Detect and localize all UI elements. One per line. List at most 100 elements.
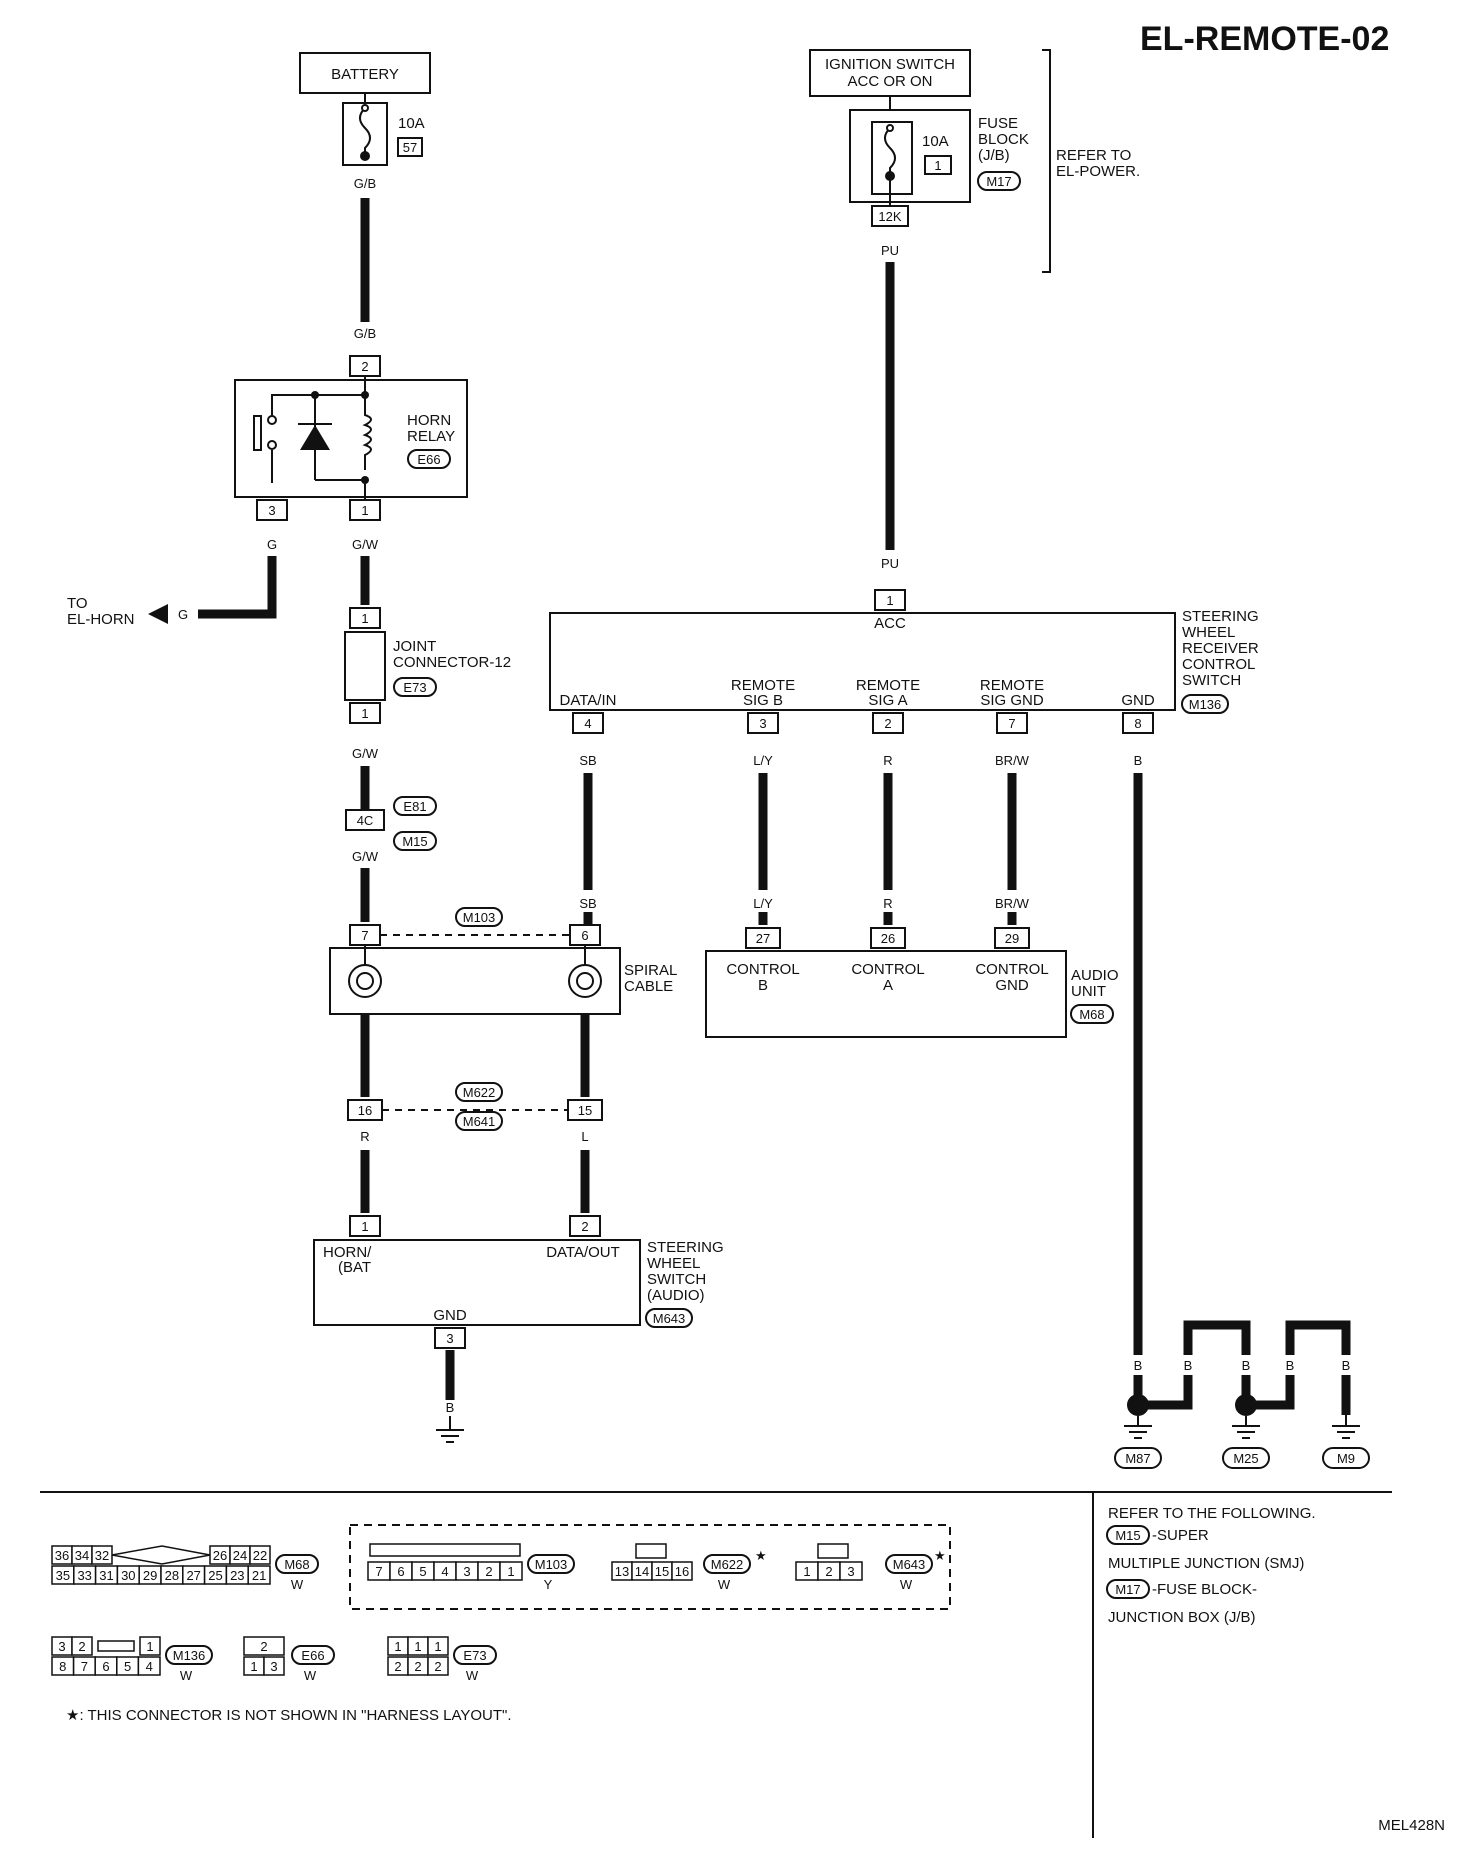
face-m103-label: M103 bbox=[535, 1557, 568, 1572]
joint-connector-12: 1 1 JOINT CONNECTOR-12 E73 bbox=[344, 607, 511, 724]
svg-text:27: 27 bbox=[756, 931, 770, 946]
figure-code: MEL428N bbox=[1378, 1817, 1445, 1834]
reference-notes: REFER TO THE FOLLOWING. M15 -SUPER MULTI… bbox=[1106, 1505, 1316, 1626]
svg-text:B: B bbox=[1342, 1358, 1351, 1373]
m643-latch bbox=[817, 1543, 849, 1559]
svg-text:6: 6 bbox=[581, 928, 588, 943]
ignition-switch: IGNITION SWITCH ACC OR ON bbox=[809, 49, 971, 97]
svg-text:W: W bbox=[291, 1577, 304, 1592]
m136-bot-pin: 7 bbox=[81, 1659, 88, 1674]
svg-text:(AUDIO): (AUDIO) bbox=[647, 1287, 705, 1304]
svg-text:3: 3 bbox=[268, 503, 275, 518]
svg-text:ACC OR ON: ACC OR ON bbox=[847, 73, 932, 90]
svg-text:W: W bbox=[304, 1668, 317, 1683]
wire-color-gw-2: G/W bbox=[352, 746, 379, 761]
wire-color-b-sws: B bbox=[446, 1400, 455, 1415]
svg-text:W: W bbox=[466, 1668, 479, 1683]
wire-color-gw-3: G/W bbox=[352, 849, 379, 864]
svg-text:SWITCH: SWITCH bbox=[1182, 672, 1241, 689]
fuse-left-num: 57 bbox=[403, 140, 417, 155]
svg-text:GND: GND bbox=[433, 1307, 467, 1324]
e73-top-cell bbox=[427, 1636, 449, 1656]
svg-text:M15: M15 bbox=[402, 834, 427, 849]
joint-label-2: CONNECTOR-12 bbox=[393, 654, 511, 671]
m68-bot-cell bbox=[247, 1565, 271, 1585]
wire-color-brw-bot: BR/W bbox=[995, 896, 1030, 911]
svg-text:16: 16 bbox=[358, 1103, 372, 1118]
spiral-label-1: SPIRAL bbox=[624, 962, 677, 979]
fuse-left: 10A 57 bbox=[342, 102, 425, 166]
svg-text:2: 2 bbox=[884, 716, 891, 731]
m136-bot-pin: 6 bbox=[102, 1659, 109, 1674]
diagram-title: EL-REMOTE-02 bbox=[1140, 20, 1389, 58]
m136-top-pin: 3 bbox=[58, 1639, 65, 1654]
wire-color-gb-top: G/B bbox=[354, 176, 376, 191]
svg-text:★: ★ bbox=[755, 1548, 767, 1563]
wire-color-ly-top: L/Y bbox=[753, 753, 773, 768]
svg-text:2: 2 bbox=[581, 1219, 588, 1234]
svg-text:W: W bbox=[900, 1577, 913, 1592]
wire-color-pu-bot: PU bbox=[881, 556, 899, 571]
svg-text:W: W bbox=[180, 1668, 193, 1683]
m103-pin: 2 bbox=[485, 1564, 492, 1579]
svg-text:B: B bbox=[1184, 1358, 1193, 1373]
m103-pin: 7 bbox=[375, 1564, 382, 1579]
svg-text:RECEIVER: RECEIVER bbox=[1182, 640, 1259, 657]
face-m136-label: M136 bbox=[173, 1648, 206, 1663]
wire-color-r-bot: R bbox=[883, 896, 892, 911]
m68-top-pin: 32 bbox=[95, 1548, 109, 1563]
svg-text:(BAT: (BAT bbox=[338, 1259, 371, 1276]
svg-text:DATA/IN: DATA/IN bbox=[560, 692, 617, 709]
m68-key bbox=[111, 1545, 211, 1565]
wire-color-r-sw: R bbox=[360, 1129, 369, 1144]
svg-text:W: W bbox=[718, 1577, 731, 1592]
m68-bot-pin: 27 bbox=[186, 1568, 200, 1583]
svg-text:CONTROL: CONTROL bbox=[851, 961, 924, 978]
wire-color-r-top: R bbox=[883, 753, 892, 768]
m136-latch bbox=[97, 1640, 135, 1652]
svg-text:1: 1 bbox=[361, 1219, 368, 1234]
fuse-left-amp: 10A bbox=[398, 115, 425, 132]
steering-wheel-receiver-control-switch: 1 ACC DATA/IN REMOTE SIG B REMOTE SIG A … bbox=[549, 589, 1259, 734]
svg-text:Y: Y bbox=[544, 1577, 553, 1592]
svg-text:29: 29 bbox=[1005, 931, 1019, 946]
m68-bot-pin: 25 bbox=[208, 1568, 222, 1583]
m136-top-pin: 2 bbox=[78, 1639, 85, 1654]
svg-text:REFER TO THE FOLLOWING.: REFER TO THE FOLLOWING. bbox=[1108, 1505, 1316, 1522]
svg-text:STEERING: STEERING bbox=[1182, 608, 1259, 625]
svg-text:UNIT: UNIT bbox=[1071, 983, 1106, 1000]
wire-color-g-relay: G bbox=[267, 537, 277, 552]
svg-text:WHEEL: WHEEL bbox=[647, 1255, 700, 1272]
svg-text:-FUSE BLOCK-: -FUSE BLOCK- bbox=[1152, 1581, 1257, 1598]
refer-2: EL-POWER. bbox=[1056, 163, 1140, 180]
svg-text:CONTROL: CONTROL bbox=[1182, 656, 1255, 673]
svg-text:M641: M641 bbox=[463, 1114, 496, 1129]
m136-bot-pin: 4 bbox=[146, 1659, 153, 1674]
m103-pin: 5 bbox=[419, 1564, 426, 1579]
svg-text:REMOTE: REMOTE bbox=[731, 677, 795, 694]
m643-cell bbox=[839, 1561, 863, 1581]
steering-wheel-switch-audio: 1 2 HORN/ (BAT DATA/OUT GND 3 STEERING W… bbox=[313, 1215, 724, 1349]
svg-text:DATA/OUT: DATA/OUT bbox=[546, 1244, 620, 1261]
svg-text:1: 1 bbox=[361, 706, 368, 721]
svg-text:M103: M103 bbox=[463, 910, 496, 925]
m68-top-pin: 36 bbox=[55, 1548, 69, 1563]
m136-top-cell bbox=[71, 1636, 93, 1656]
svg-text:2: 2 bbox=[361, 359, 368, 374]
m68-top-pin: 26 bbox=[213, 1548, 227, 1563]
m622-cell bbox=[671, 1561, 693, 1581]
e66-bot-pin: 3 bbox=[270, 1659, 277, 1674]
svg-text:IGNITION SWITCH: IGNITION SWITCH bbox=[825, 56, 955, 73]
m643-pin: 1 bbox=[803, 1564, 810, 1579]
horn-relay-conn: E66 bbox=[417, 452, 440, 467]
m622-pin: 13 bbox=[615, 1564, 629, 1579]
wire-color-sb-bot: SB bbox=[579, 896, 596, 911]
svg-text:M15: M15 bbox=[1115, 1528, 1140, 1543]
m136-bot-cell bbox=[137, 1656, 161, 1676]
wire-color-ly-bot: L/Y bbox=[753, 896, 773, 911]
m68-bot-pin: 29 bbox=[143, 1568, 157, 1583]
wire-color-gw-1: G/W bbox=[352, 537, 379, 552]
svg-text:M17: M17 bbox=[1115, 1582, 1140, 1597]
svg-text:B: B bbox=[758, 977, 768, 994]
svg-text:M136: M136 bbox=[1189, 697, 1222, 712]
